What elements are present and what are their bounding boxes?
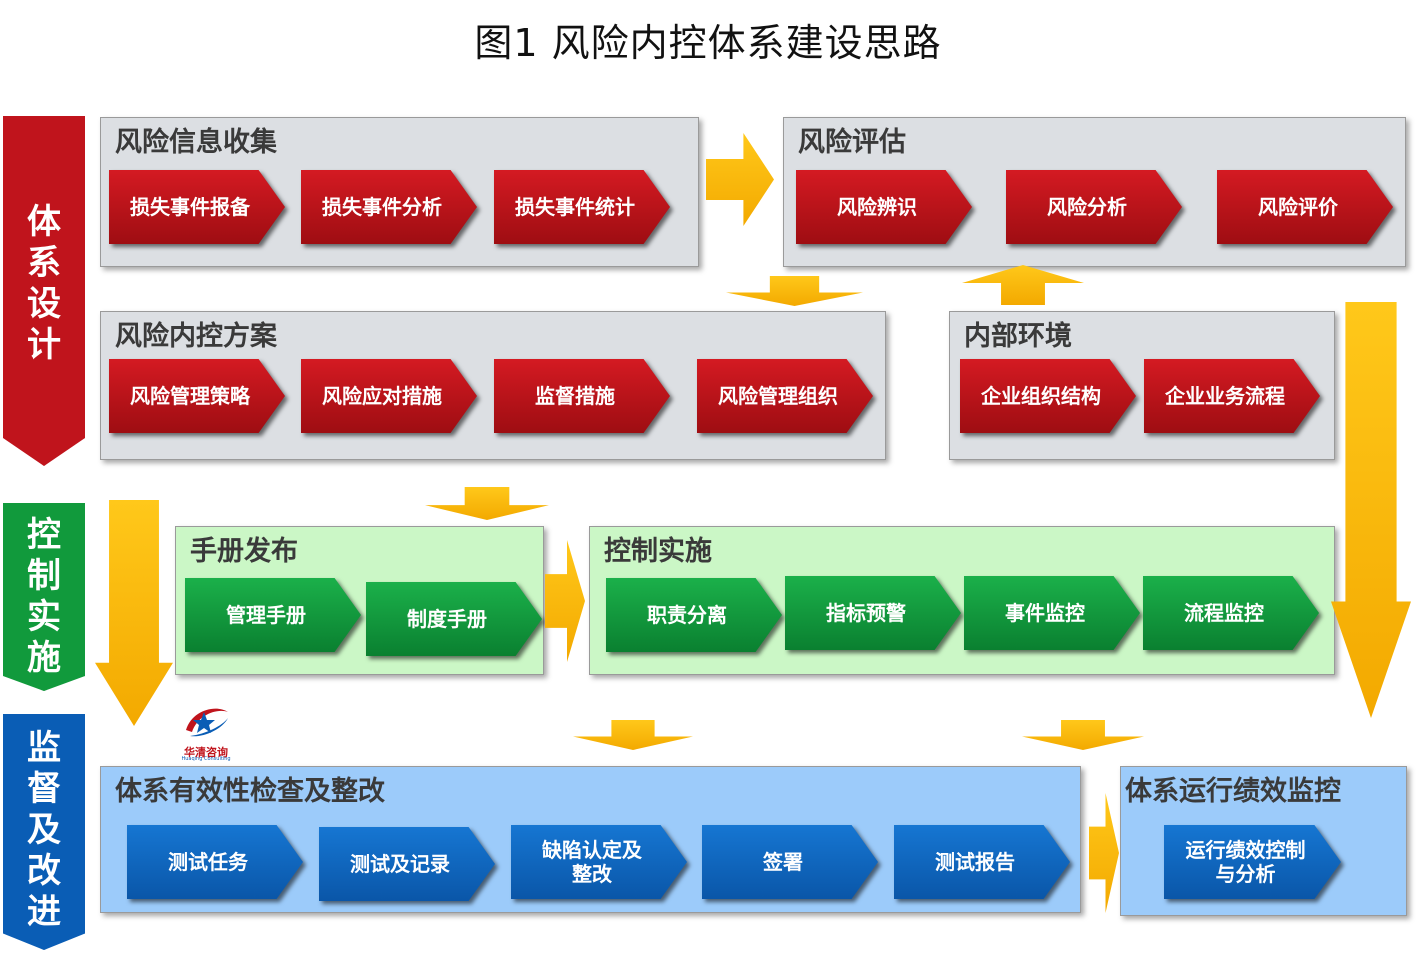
stage-char: 控 (27, 515, 61, 555)
flow-arrow-right (545, 540, 585, 662)
step-label: 签署 (763, 850, 803, 874)
step-label: 缺陷认定及整改 (542, 838, 642, 886)
step-label: 监督措施 (535, 384, 615, 408)
process-step: 企业业务流程 (1144, 359, 1320, 433)
step-label: 损失事件分析 (322, 195, 442, 219)
stage-char: 监 (27, 728, 61, 768)
stage-band-monitoring: 监 督 及 改 进 (3, 714, 85, 950)
process-step: 测试及记录 (319, 827, 495, 901)
process-step: 企业组织结构 (960, 359, 1136, 433)
stage-char: 督 (27, 769, 61, 809)
stage-char: 进 (27, 892, 61, 932)
panel-title: 控制实施 (604, 536, 712, 567)
panel-effectiveness-check: 体系有效性检查及整改 测试任务 测试及记录 缺陷认定及整改 签署 测试报告 (100, 766, 1081, 913)
process-step: 职责分离 (606, 578, 782, 652)
stage-band-design: 体 系 设 计 (3, 116, 85, 466)
flow-arrow-down (573, 720, 693, 750)
process-step: 签署 (702, 825, 878, 899)
panel-control-plan: 风险内控方案 风险管理策略 风险应对措施 监督措施 风险管理组织 (100, 311, 886, 460)
step-label: 管理手册 (226, 603, 306, 627)
stage-char: 实 (27, 597, 61, 637)
process-step: 测试任务 (127, 825, 303, 899)
step-label: 风险管理组织 (718, 384, 838, 408)
flow-arrow-right (1089, 793, 1119, 913)
flow-arrow-down (726, 276, 863, 306)
panel-title: 风险信息收集 (115, 127, 277, 158)
stage-char: 施 (27, 638, 61, 678)
process-step: 测试报告 (894, 825, 1070, 899)
step-label: 事件监控 (1005, 601, 1085, 625)
panel-title: 风险内控方案 (115, 321, 277, 352)
stage-char: 制 (27, 556, 61, 596)
step-label: 风险分析 (1047, 195, 1127, 219)
panel-internal-environment: 内部环境 企业组织结构 企业业务流程 (949, 311, 1335, 460)
step-label: 风险辨识 (837, 195, 917, 219)
process-step: 风险辨识 (796, 170, 972, 244)
step-label: 测试及记录 (350, 852, 450, 876)
flow-arrow-down (425, 487, 549, 520)
process-step: 风险管理策略 (109, 359, 285, 433)
process-step: 损失事件报备 (109, 170, 285, 244)
process-step: 管理手册 (185, 578, 361, 652)
panel-title: 内部环境 (964, 321, 1072, 352)
logo-emblem-icon (186, 708, 228, 737)
step-label: 风险管理策略 (130, 384, 250, 408)
step-label: 制度手册 (407, 607, 487, 631)
panel-performance-monitoring: 体系运行绩效监控 运行绩效控制与分析 (1120, 766, 1407, 916)
panel-control-implementation: 控制实施 职责分离 指标预警 事件监控 流程监控 (589, 526, 1335, 675)
process-step: 风险分析 (1006, 170, 1182, 244)
step-label: 测试报告 (935, 850, 1015, 874)
process-step: 指标预警 (785, 576, 961, 650)
step-label: 职责分离 (647, 603, 727, 627)
step-label: 损失事件统计 (515, 195, 635, 219)
stage-char: 体 (27, 202, 61, 242)
process-step: 运行绩效控制与分析 (1164, 825, 1341, 899)
panel-title: 手册发布 (190, 536, 298, 567)
process-step: 缺陷认定及整改 (511, 825, 687, 899)
flow-arrow-down-long (1331, 302, 1411, 718)
process-step: 损失事件统计 (494, 170, 670, 244)
step-label: 测试任务 (168, 850, 248, 874)
logo-subtitle: Huaqing Consulting (181, 756, 231, 762)
flow-arrow-down-long (95, 500, 173, 726)
panel-risk-assessment: 风险评估 风险辨识 风险分析 风险评价 (783, 117, 1406, 267)
process-step: 风险评价 (1217, 170, 1393, 244)
process-step: 监督措施 (494, 359, 670, 433)
stage-char: 计 (27, 325, 61, 365)
company-logo: 华清咨询 Huaqing Consulting (178, 700, 234, 762)
stage-char: 改 (27, 851, 61, 891)
flow-arrow-down (1022, 720, 1144, 750)
step-label: 风险应对措施 (322, 384, 442, 408)
process-step: 风险管理组织 (697, 359, 873, 433)
step-label: 风险评价 (1258, 195, 1338, 219)
stage-band-implementation: 控 制 实 施 (3, 503, 85, 691)
panel-title: 风险评估 (798, 127, 906, 158)
step-label: 损失事件报备 (130, 195, 250, 219)
flow-arrow-right (706, 133, 774, 226)
process-step: 流程监控 (1143, 576, 1319, 650)
step-label: 企业业务流程 (1165, 384, 1285, 408)
step-label: 企业组织结构 (981, 384, 1101, 408)
process-step: 风险应对措施 (301, 359, 477, 433)
panel-title: 体系运行绩效监控 (1125, 776, 1341, 807)
stage-char: 设 (27, 284, 61, 324)
step-label: 流程监控 (1184, 601, 1264, 625)
flow-arrow-up (962, 265, 1084, 305)
process-step: 事件监控 (964, 576, 1140, 650)
logo-name: 华清咨询 (184, 746, 228, 759)
process-step: 制度手册 (366, 582, 542, 656)
process-step: 损失事件分析 (301, 170, 477, 244)
panel-title: 体系有效性检查及整改 (115, 776, 385, 807)
panel-manual-release: 手册发布 管理手册 制度手册 (175, 526, 544, 675)
step-label: 指标预警 (826, 601, 906, 625)
stage-char: 系 (27, 243, 61, 283)
panel-info-collection: 风险信息收集 损失事件报备 损失事件分析 损失事件统计 (100, 117, 699, 267)
stage-char: 及 (27, 810, 61, 850)
page-title: 图1 风险内控体系建设思路 (474, 21, 942, 65)
step-label: 运行绩效控制与分析 (1185, 838, 1306, 886)
